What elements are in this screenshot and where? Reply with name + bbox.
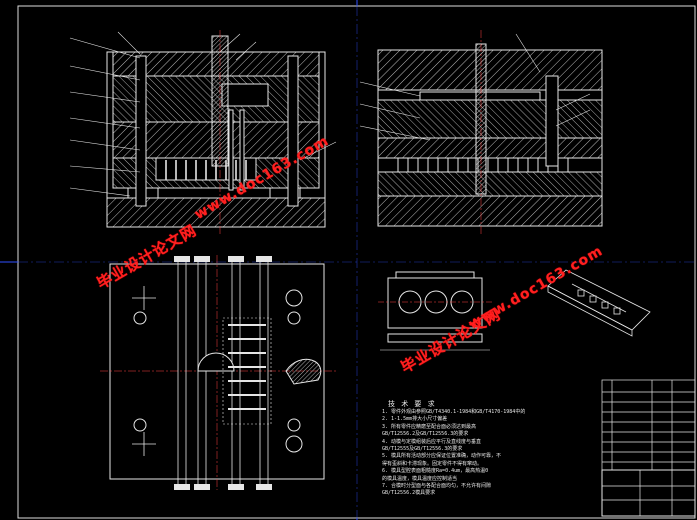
main-section-view xyxy=(69,30,337,235)
technical-requirements-title: 技 术 要 求 xyxy=(388,400,436,408)
note-line: 2. 1-1.5mm排大小尺寸偏差 xyxy=(382,416,448,423)
plan-view xyxy=(100,255,338,490)
part-isometric-view xyxy=(547,269,651,337)
note-line: GB/T12556.2模具要求 xyxy=(382,490,436,497)
note-line: 得有歪斜和卡滞现象。固定零件不得有窜动。 xyxy=(382,460,483,467)
part-detail-view xyxy=(378,271,494,351)
note-line: 4. 动模与定模组装后应平行及直线度与垂直 xyxy=(382,438,482,445)
title-block xyxy=(601,379,696,517)
note-line: 的模具温度，模具温度应控制适当 xyxy=(382,475,458,482)
technical-requirements: 技 术 要 求 1. 零件外观由参照GB/T4340.1-1984和GB/T41… xyxy=(382,400,592,498)
note-line: 6. 模具型腔表面粗糙度Ra=0.4um，最高热温0 xyxy=(382,468,489,475)
note-line: 7. 合模时分型面与各配合面均匀，不允许有间隙 xyxy=(382,483,492,490)
note-line: 5. 模具所有活动部分应保证位置准确，动作可靠，不 xyxy=(382,453,502,460)
note-line: GB/T12555及GB/T12556.3的要求 xyxy=(382,446,463,453)
note-line: 1. 零件外观由参照GB/T4340.1-1984和GB/T4170-1984中… xyxy=(382,409,526,415)
note-line: GB/T12556.2及GB/T12556.3的要求 xyxy=(382,431,469,438)
note-line: 3. 所有零件应精磨至配合面必须达到最高 xyxy=(382,423,477,430)
side-section-view xyxy=(359,30,603,236)
